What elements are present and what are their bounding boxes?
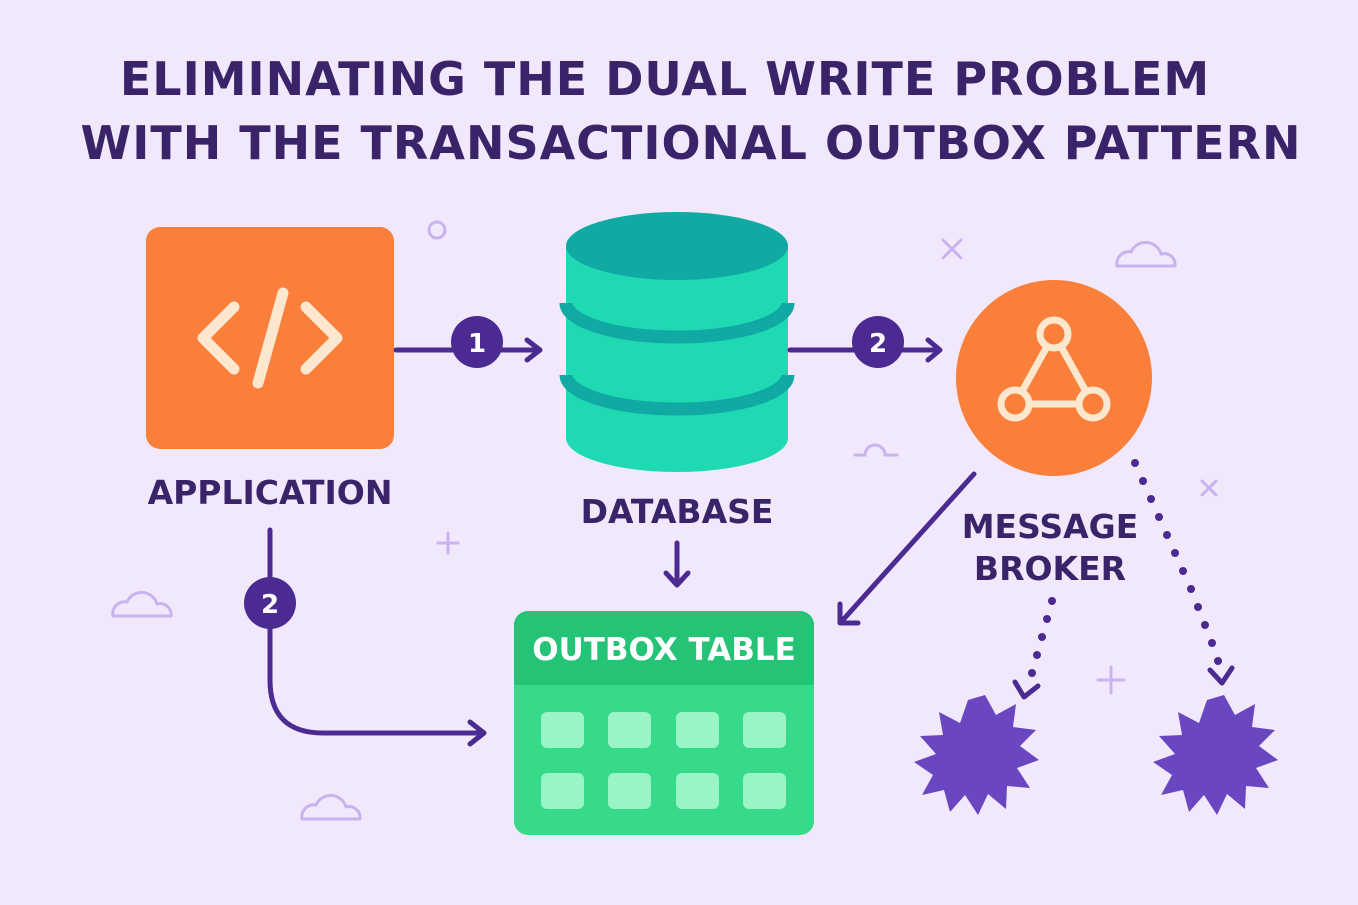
code-brackets-icon	[197, 287, 343, 389]
svg-text:2: 2	[869, 329, 887, 359]
consumer-burst-left	[914, 695, 1039, 815]
dotted-arrow-right	[1131, 459, 1222, 665]
application-label: APPLICATION	[147, 473, 393, 512]
network-triangle-icon	[956, 280, 1152, 476]
outbox-cell	[676, 773, 719, 809]
step-badge-2-broker: 2	[852, 316, 904, 368]
message-broker-label: MESSAGE BROKER	[950, 506, 1150, 590]
outbox-cell	[541, 773, 584, 809]
message-broker-label-line2: BROKER	[973, 549, 1127, 588]
step-badge-2-outbox: 2	[244, 577, 296, 629]
dotted-arrow-left	[1028, 597, 1056, 677]
title-line-1: ELIMINATING THE DUAL WRITE PROBLEM	[119, 52, 1211, 106]
outbox-table-header: OUTBOX TABLE	[514, 611, 814, 685]
database-cylinder-icon	[559, 212, 795, 472]
database-label: DATABASE	[580, 492, 774, 531]
outbox-cell	[743, 712, 786, 748]
arrow-app-to-outbox	[267, 527, 485, 736]
svg-text:2: 2	[261, 590, 279, 620]
message-broker-label-line1: MESSAGE	[961, 507, 1139, 546]
outbox-cell	[608, 773, 651, 809]
decorations	[111, 220, 1218, 821]
consumer-burst-right	[1153, 695, 1278, 815]
outbox-table: OUTBOX TABLE	[514, 611, 814, 835]
title-line-2: WITH THE TRANSACTIONAL OUTBOX PATTERN	[80, 116, 1302, 170]
outbox-cell	[608, 712, 651, 748]
step-badge-1: 1	[451, 316, 503, 368]
outbox-cell	[676, 712, 719, 748]
application-box	[146, 227, 394, 449]
arrow-broker-to-outbox	[839, 471, 977, 624]
outbox-cell	[743, 773, 786, 809]
outbox-cell	[541, 712, 584, 748]
svg-text:1: 1	[468, 329, 486, 359]
